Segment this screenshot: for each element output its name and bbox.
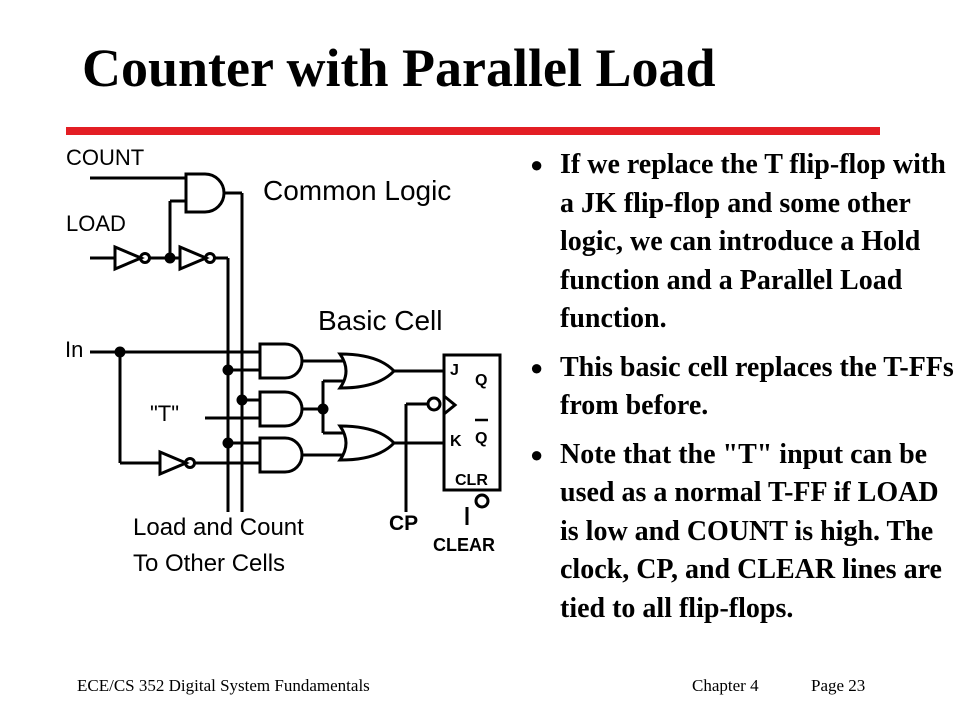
count-label: COUNT (66, 145, 144, 170)
k-input-label: K (450, 433, 462, 450)
and-gate-1 (258, 342, 304, 380)
to-other-cells-label: To Other Cells (133, 550, 285, 577)
bullet-text: If we replace the T flip-flop with a JK … (560, 149, 946, 334)
title-underline (66, 127, 880, 135)
bullet-item: ● If we replace the T flip-flop with a J… (530, 146, 955, 339)
load-label: LOAD (66, 211, 126, 236)
j-input-label: J (450, 362, 459, 379)
basic-cell-label: Basic Cell (318, 305, 442, 336)
q-output-label: Q (475, 372, 487, 389)
bullet-item: ● Note that the "T" input can be used as… (530, 436, 955, 629)
cp-label: CP (389, 512, 418, 535)
load-inverter-1 (113, 244, 151, 272)
and-gate-2 (258, 390, 304, 428)
or-gate-k (337, 424, 397, 462)
bullet-item: ● This basic cell replaces the T-FFs fro… (530, 349, 955, 426)
load-count-label: Load and Count (133, 514, 304, 541)
bullet-dot-icon: ● (530, 152, 544, 177)
common-logic-label: Common Logic (263, 175, 451, 206)
load-inverter-2 (178, 244, 216, 272)
footer-page-number: Page 23 (811, 676, 866, 695)
and-gate-3 (258, 436, 304, 474)
bullet-dot-icon: ● (530, 354, 544, 380)
slide-title: Counter with Parallel Load (82, 38, 716, 98)
clear-label: CLEAR (433, 535, 495, 555)
in-inverter (158, 449, 196, 477)
bullet-list: ● If we replace the T flip-flop with a J… (530, 146, 955, 638)
count-and-gate (184, 172, 226, 214)
clr-input-label: CLR (455, 472, 488, 489)
jk-flip-flop (442, 353, 502, 509)
bullet-text: This basic cell replaces the T-FFs from … (560, 351, 954, 422)
in-label: In (65, 337, 83, 362)
bullet-text: Note that the "T" input can be used as a… (560, 438, 942, 624)
footer-course: ECE/CS 352 Digital System Fundamentals (77, 676, 370, 695)
bullet-dot-icon: ● (530, 441, 544, 467)
t-input-label: "T" (150, 401, 179, 426)
or-gate-j (337, 352, 397, 390)
footer-chapter: Chapter 4 (692, 676, 759, 695)
q-bar-output-label: Q (475, 430, 487, 447)
